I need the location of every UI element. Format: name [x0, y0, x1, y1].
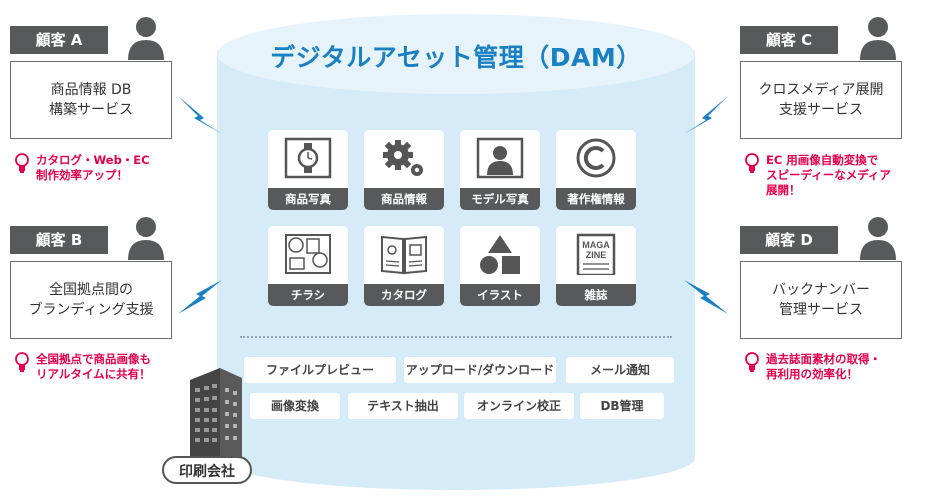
benefit-line: 全国拠点で商品画像も — [36, 352, 151, 366]
service-line: ブランディング支援 — [28, 302, 154, 318]
customer-b-service: 全国拠点間のブランディング支援 — [10, 261, 172, 339]
person-icon — [860, 217, 896, 260]
asset-label: チラシ — [268, 284, 348, 306]
person-icon — [128, 17, 164, 60]
benefit-line: EC 用画像自動変換で — [766, 153, 879, 167]
asset-label: 著作権情報 — [556, 188, 636, 210]
customer-b-benefit: 全国拠点で商品画像もリアルタイムに共有！ — [36, 352, 151, 382]
asset-card-product-photo[interactable]: 商品写真 — [268, 130, 348, 210]
feature-upload-download[interactable]: アップロード/ダウンロード — [404, 357, 556, 383]
benefit-line: 過去誌面素材の取得・ — [766, 352, 881, 366]
catalog-book-icon — [381, 235, 427, 275]
service-line: 全国拠点間の — [49, 282, 133, 298]
magazine-cover-text: MAGA — [582, 240, 610, 250]
dam-cylinder-top — [217, 14, 695, 94]
customer-c-benefit: EC 用画像自動変換でスピーディーなメディア展開！ — [766, 153, 891, 198]
lightbulb-icon — [15, 153, 29, 173]
connection-lightning-icon — [684, 96, 728, 134]
feature-text-extract[interactable]: テキスト抽出 — [348, 393, 458, 419]
asset-card-model-photo[interactable]: モデル写真 — [460, 130, 540, 210]
asset-label: モデル写真 — [460, 188, 540, 210]
building-icon — [190, 368, 242, 462]
shapes-icon — [480, 235, 520, 274]
feature-db-management[interactable]: DB管理 — [580, 393, 664, 419]
asset-card-magazine[interactable]: MAGA ZINE 雑誌 — [556, 226, 636, 306]
customer-d-benefit: 過去誌面素材の取得・再利用の効率化！ — [766, 352, 881, 382]
benefit-line: カタログ・Web・EC — [36, 153, 150, 167]
gears-icon — [383, 140, 423, 176]
customer-c-header: 顧客 C — [740, 26, 838, 54]
magazine-icon: MAGA ZINE — [576, 233, 616, 275]
lightbulb-icon — [745, 352, 759, 372]
asset-card-illustration[interactable]: イラスト — [460, 226, 540, 306]
customer-a-service: 商品情報 DB 構築サービス — [10, 61, 172, 139]
lightbulb-icon — [745, 153, 759, 173]
asset-card-catalog[interactable]: カタログ — [364, 226, 444, 306]
service-line: 管理サービス — [779, 302, 863, 318]
asset-label: イラスト — [460, 284, 540, 306]
service-line: バックナンバー — [772, 282, 870, 298]
benefit-line: 制作効率アップ！ — [36, 168, 128, 182]
service-line: 支援サービス — [779, 102, 863, 118]
copyright-icon — [576, 138, 616, 178]
asset-label: 商品情報 — [364, 188, 444, 210]
feature-image-convert[interactable]: 画像変換 — [250, 393, 340, 419]
benefit-line: 再利用の効率化！ — [766, 367, 858, 381]
customer-d-service: バックナンバー管理サービス — [740, 261, 902, 339]
benefit-line: リアルタイムに共有！ — [36, 367, 151, 381]
asset-card-product-info[interactable]: 商品情報 — [364, 130, 444, 210]
customer-c-service: クロスメディア展開支援サービス — [740, 61, 902, 139]
lightbulb-icon — [15, 352, 29, 372]
asset-card-flyer[interactable]: チラシ — [268, 226, 348, 306]
asset-label: カタログ — [364, 284, 444, 306]
connection-lightning-icon — [178, 280, 222, 314]
customer-a-header: 顧客 A — [10, 26, 108, 54]
magazine-cover-text: ZINE — [586, 250, 607, 260]
service-line: 構築サービス — [49, 102, 133, 118]
feature-online-proofing[interactable]: オンライン校正 — [464, 393, 574, 419]
feature-file-preview[interactable]: ファイルプレビュー — [244, 357, 396, 383]
asset-label: 雑誌 — [556, 284, 636, 306]
person-photo-icon — [476, 137, 524, 179]
customer-d-header: 顧客 D — [740, 226, 838, 254]
divider — [240, 336, 672, 338]
benefit-line: スピーディーなメディア — [766, 168, 891, 182]
connection-lightning-icon — [684, 280, 728, 314]
service-line: クロスメディア展開 — [758, 82, 884, 98]
dam-title: デジタルアセット管理（DAM） — [270, 43, 642, 72]
printing-company-label: 印刷会社 — [162, 456, 252, 484]
asset-label: 商品写真 — [268, 188, 348, 210]
flyer-icon — [285, 234, 331, 274]
feature-mail-notify[interactable]: メール通知 — [566, 357, 674, 383]
watch-photo-icon — [284, 137, 332, 179]
service-line: 商品情報 DB — [50, 82, 132, 98]
benefit-line: 展開！ — [766, 183, 801, 197]
person-icon — [860, 17, 896, 60]
connection-lightning-icon — [178, 96, 222, 134]
customer-b-header: 顧客 B — [10, 226, 108, 254]
asset-card-copyright-info[interactable]: 著作権情報 — [556, 130, 636, 210]
person-icon — [128, 217, 164, 260]
